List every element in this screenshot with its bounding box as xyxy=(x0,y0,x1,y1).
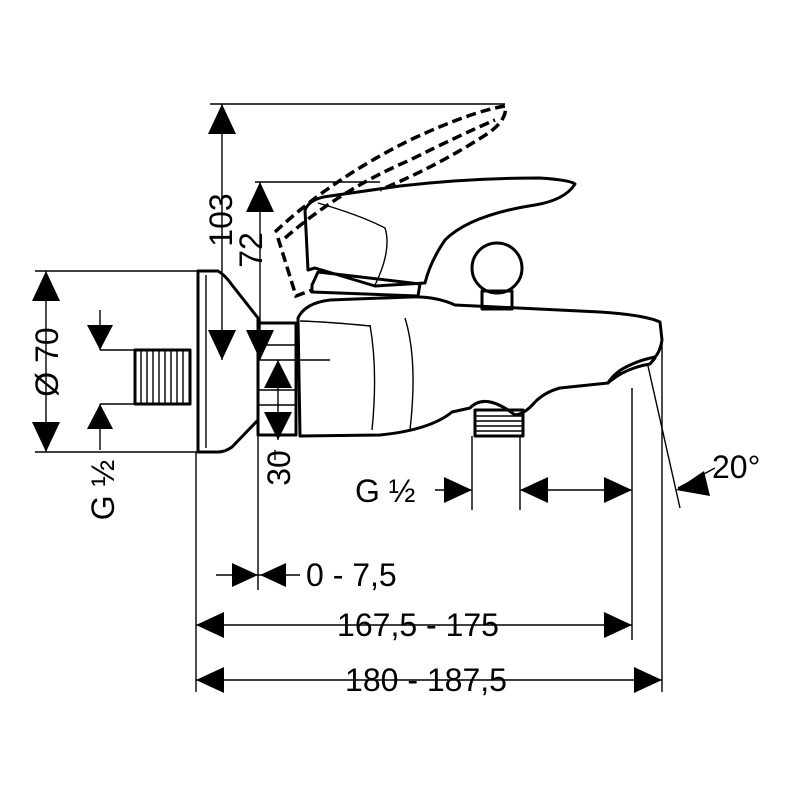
arrow-right-180 xyxy=(634,667,662,693)
arrow-left-180 xyxy=(196,667,224,693)
escutcheon xyxy=(196,269,260,454)
label-103: 103 xyxy=(203,193,239,246)
dimension-arrows xyxy=(32,104,710,693)
lever-raised-outline xyxy=(273,104,508,299)
arrow-right-0-75 xyxy=(232,563,258,587)
arrow-down-70 xyxy=(32,422,60,452)
arrow-left-g12-bottom xyxy=(520,477,548,503)
arrow-left-167 xyxy=(196,612,224,638)
diverter-knob xyxy=(470,241,524,311)
label-72: 72 xyxy=(233,232,269,268)
label-g12-left: G ½ xyxy=(85,460,121,520)
label-180-187: 180 - 187,5 xyxy=(345,662,507,698)
arrow-right-g12-bottom-2 xyxy=(604,477,632,503)
mixer-body xyxy=(296,295,664,438)
arrow-up-103 xyxy=(208,104,236,134)
lever-handle xyxy=(303,176,577,288)
label-30: 30 xyxy=(261,450,297,486)
label-diameter-70: Ø 70 xyxy=(29,327,65,396)
faucet-body xyxy=(133,104,664,454)
label-0-75: 0 - 7,5 xyxy=(306,557,397,593)
arrow-up-72 xyxy=(246,182,274,212)
label-20-degrees: 20° xyxy=(712,449,760,485)
arrow-right-g12-bottom xyxy=(444,477,472,503)
shower-outlet-thread xyxy=(473,408,525,438)
arrow-up-70 xyxy=(32,271,60,301)
arrow-down-g12-left xyxy=(87,325,113,350)
label-g12-bottom: G ½ xyxy=(355,473,415,509)
arrow-angle-20 xyxy=(676,471,710,496)
arrow-right-167 xyxy=(604,612,632,638)
arrow-down-72 xyxy=(246,330,274,360)
label-167-175: 167,5 - 175 xyxy=(337,607,499,643)
extension-lines xyxy=(35,103,681,692)
arrow-down-30 xyxy=(264,412,292,440)
wall-connector-thread xyxy=(133,348,192,406)
dimension-labels: 103 72 Ø 70 G ½ 30 G ½ 20° 0 - 7,5 167,5… xyxy=(29,193,760,698)
arrow-up-30 xyxy=(264,360,292,388)
arrow-down-103 xyxy=(208,330,236,360)
aerator-outlet xyxy=(606,356,657,385)
arrow-up-g12-left xyxy=(87,404,113,429)
arrow-left-0-75 xyxy=(260,563,286,587)
